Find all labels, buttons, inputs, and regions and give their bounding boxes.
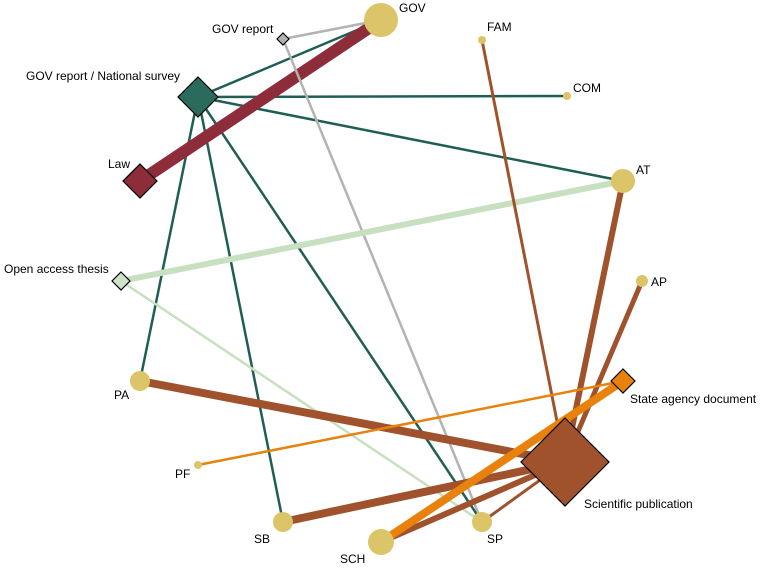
node-label-law: Law — [108, 157, 130, 171]
node-oat — [111, 271, 131, 291]
node-label-at: AT — [636, 163, 651, 177]
edge-law-gov — [136, 15, 385, 186]
node-law — [122, 163, 158, 199]
edge-oat-at — [120, 178, 624, 284]
edge-gov_survey-pa — [138, 96, 200, 382]
edges-layer — [120, 15, 645, 546]
edge-gov_survey-at — [197, 95, 624, 183]
node-pf — [194, 461, 202, 469]
nodes-layer — [111, 3, 648, 555]
node-label-gov: GOV — [399, 1, 426, 15]
edge-sp_pub-sb — [282, 458, 566, 526]
node-label-sad: State agency document — [630, 392, 757, 406]
node-gov — [364, 3, 398, 37]
node-label-sp: SP — [487, 532, 503, 546]
node-label-gov_survey: GOV report / National survey — [26, 69, 180, 83]
node-com — [563, 92, 571, 100]
node-label-sch: SCH — [340, 552, 365, 566]
edge-sp_pub-fam — [480, 39, 567, 463]
node-gov_survey — [177, 76, 219, 118]
edge-gov_report-sp — [281, 38, 484, 523]
node-sb — [273, 512, 293, 532]
node-label-pf: PF — [175, 467, 190, 481]
node-label-sp_pub: Scientific publication — [584, 497, 693, 511]
node-gov_report — [276, 32, 290, 46]
edge-sp_pub-at — [562, 180, 626, 463]
node-pa — [130, 371, 150, 391]
edge-gov_survey-gov — [197, 18, 382, 99]
node-at — [611, 169, 635, 193]
node-sad — [610, 368, 636, 394]
node-ap — [636, 275, 648, 287]
edge-sad-sch — [378, 377, 626, 546]
edge-sp_pub-pa — [139, 377, 566, 466]
node-label-oat: Open access thesis — [4, 262, 109, 276]
node-label-sb: SB — [254, 532, 270, 546]
node-sp — [472, 512, 492, 532]
edge-oat-sp — [120, 279, 483, 524]
node-sp_pub — [520, 417, 610, 507]
node-label-fam: FAM — [487, 20, 512, 34]
node-label-pa: PA — [114, 388, 129, 402]
edge-gov_survey-sp — [196, 96, 484, 523]
edge-sad-pf — [197, 379, 624, 467]
node-sch — [368, 529, 394, 555]
node-label-ap: AP — [651, 275, 667, 289]
edge-gov_survey-com — [197, 94, 568, 99]
node-label-gov_report: GOV report — [212, 22, 274, 36]
node-fam — [478, 36, 486, 44]
node-label-com: COM — [573, 81, 601, 95]
